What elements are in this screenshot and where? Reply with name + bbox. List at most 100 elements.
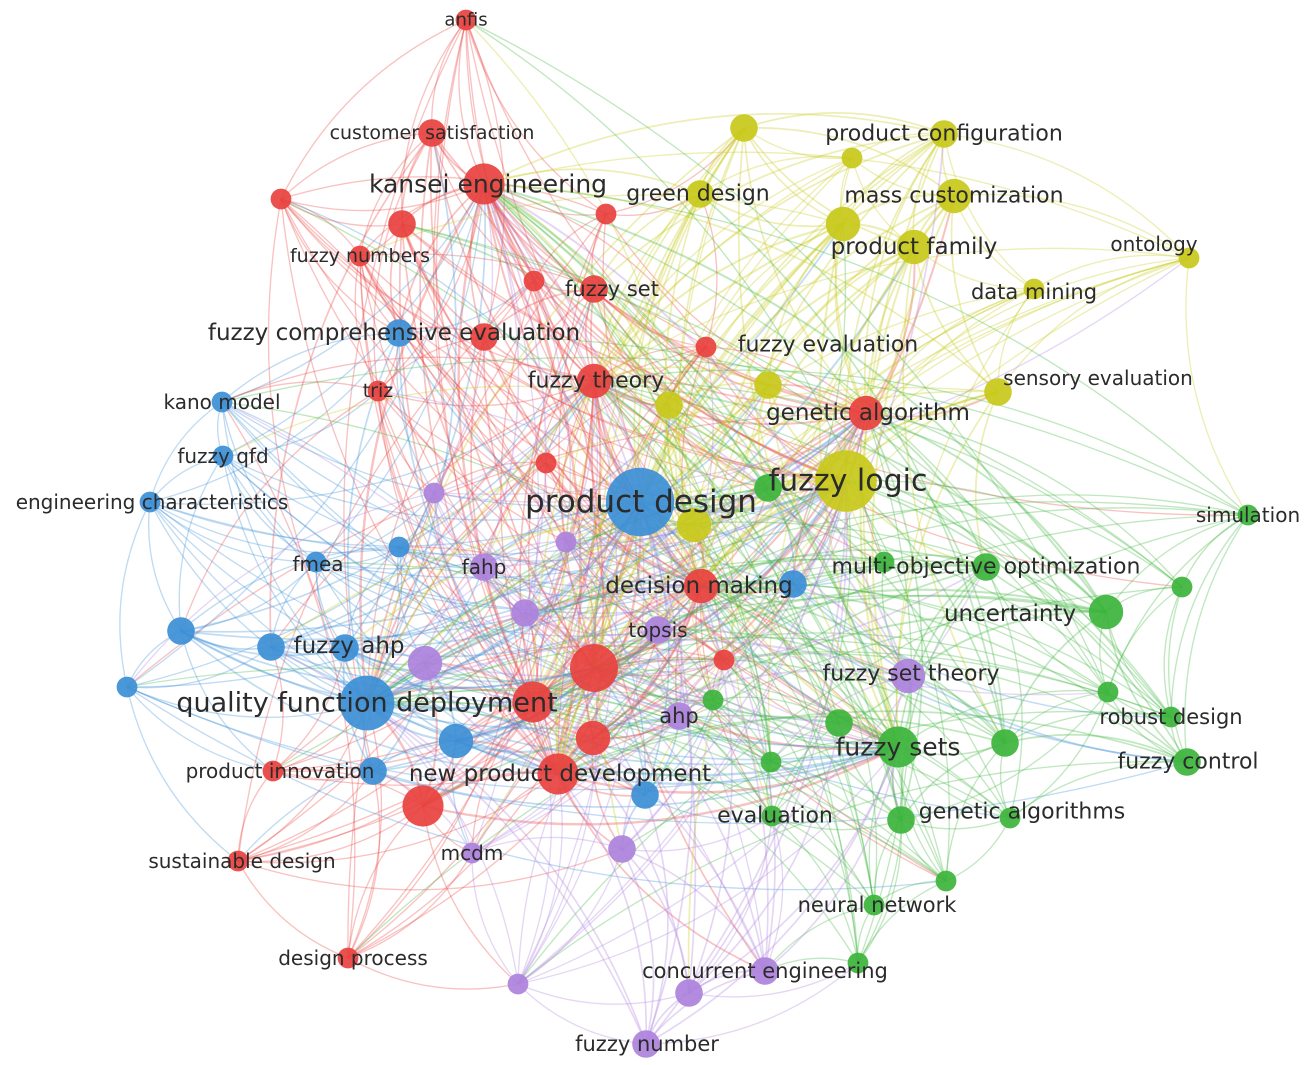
node-fuzzy-evaluation[interactable] (695, 336, 717, 358)
node-green-unlabeled-4[interactable] (1097, 681, 1119, 703)
node-engineering-characteristics[interactable] (139, 491, 161, 513)
node-red-unlabeled-8[interactable] (575, 720, 611, 756)
node-data-mining[interactable] (1023, 278, 1045, 300)
node-sustainable-design[interactable] (227, 850, 249, 872)
node-blue-unlabeled-2[interactable] (167, 617, 195, 645)
node-fuzzy-control[interactable] (1173, 748, 1201, 776)
node-multi-objective-optimization[interactable] (972, 553, 1000, 581)
node-fuzzy-theory[interactable] (576, 363, 612, 399)
node-customer-satisfaction[interactable] (418, 119, 446, 147)
node-yellow-unlabeled-6[interactable] (676, 507, 712, 543)
node-yellow-unlabeled-3[interactable] (825, 206, 861, 242)
node-green-unlabeled-6[interactable] (991, 729, 1019, 757)
node-green-unlabeled-5[interactable] (825, 709, 853, 737)
node-purple-unlabeled-7[interactable] (675, 979, 703, 1007)
node-red-unlabeled-2[interactable] (388, 210, 416, 238)
node-mcdm[interactable] (461, 842, 483, 864)
node-yellow-unlabeled-5[interactable] (655, 391, 683, 419)
link-fuzzy-number-product-design (639, 501, 693, 1045)
node-yellow-unlabeled-1[interactable] (730, 114, 758, 142)
node-green-unlabeled-7[interactable] (760, 751, 782, 773)
node-ontology[interactable] (1178, 247, 1200, 269)
node-ahp[interactable] (665, 702, 693, 730)
node-red-unlabeled-6[interactable] (570, 644, 618, 692)
link-concurrent-engineering-kano-model (221, 401, 766, 972)
node-simulation[interactable] (1237, 504, 1259, 526)
node-topsis[interactable] (644, 616, 672, 644)
link-product-configuration-kansei-engineering (483, 113, 945, 185)
node-neural-network[interactable] (863, 894, 885, 916)
node-uncertainty[interactable] (1088, 594, 1124, 630)
node-evaluation[interactable] (761, 805, 783, 827)
node-product-configuration[interactable] (930, 120, 958, 148)
node-product-innovation[interactable] (262, 760, 284, 782)
node-fuzzy-qfd[interactable] (212, 445, 234, 467)
node-green-unlabeled-3[interactable] (873, 551, 895, 573)
node-green-unlabeled-11[interactable] (999, 807, 1021, 829)
node-fuzzy-ahp[interactable] (331, 634, 359, 662)
node-red-unlabeled-1[interactable] (270, 188, 292, 210)
node-product-design[interactable] (605, 467, 675, 537)
node-mass-customization[interactable] (936, 178, 972, 214)
node-quality-function-deployment-red[interactable] (512, 681, 554, 723)
node-blue-unlabeled-3[interactable] (116, 676, 138, 698)
node-sensory-evaluation[interactable] (984, 378, 1012, 406)
node-purple-unlabeled-4[interactable] (407, 645, 443, 681)
link-yellow-unlabeled-1-genetic-algorithm (743, 127, 867, 414)
node-quality-function-deployment[interactable] (339, 675, 395, 731)
node-green-design[interactable] (686, 180, 714, 208)
link-concurrent-engineering-product-design (639, 501, 769, 972)
node-green-unlabeled-9[interactable] (935, 870, 957, 892)
node-triz[interactable] (367, 380, 389, 402)
node-blue-unlabeled-1[interactable] (388, 536, 410, 558)
node-new-product-development[interactable] (537, 753, 579, 795)
link-fuzzy-qfd-quality-function-deployment (222, 455, 368, 704)
node-yellow-unlabeled-2[interactable] (841, 147, 863, 169)
link-triz-new-product-development (377, 390, 559, 775)
node-blue-unlabeled-8[interactable] (779, 570, 807, 598)
node-fuzzy-numbers[interactable] (349, 245, 371, 267)
node-kano-model[interactable] (211, 391, 233, 413)
node-genetic-algorithms[interactable] (887, 806, 915, 834)
node-fuzzy-comprehensive-evaluation-red[interactable] (470, 323, 498, 351)
node-fuzzy-set-theory[interactable] (890, 658, 926, 694)
node-kansei-engineering[interactable] (463, 163, 505, 205)
node-purple-unlabeled-1[interactable] (423, 482, 445, 504)
node-fahp[interactable] (470, 553, 498, 581)
node-green-unlabeled-2[interactable] (1171, 576, 1193, 598)
link-purple-unlabeled-6-product-design (517, 501, 645, 985)
node-red-unlabeled-5[interactable] (535, 452, 557, 474)
node-decision-making[interactable] (683, 568, 719, 604)
node-red-unlabeled-3[interactable] (595, 203, 617, 225)
node-green-unlabeled-10[interactable] (847, 952, 869, 974)
node-blue-unlabeled-4[interactable] (257, 633, 285, 661)
node-fmea[interactable] (305, 551, 327, 573)
node-fuzzy-sets[interactable] (877, 726, 919, 768)
node-fuzzy-number[interactable] (632, 1030, 660, 1058)
node-genetic-algorithm[interactable] (848, 395, 884, 431)
node-fuzzy-logic[interactable] (815, 450, 877, 512)
node-red-unlabeled-9[interactable] (402, 785, 444, 827)
node-fuzzy-set[interactable] (580, 275, 608, 303)
link-red-unlabeled-1-topsis (280, 198, 659, 631)
node-red-unlabeled-4[interactable] (523, 270, 545, 292)
node-fuzzy-comprehensive-evaluation[interactable] (385, 319, 413, 347)
node-purple-unlabeled-6[interactable] (507, 973, 529, 995)
node-green-unlabeled-8[interactable] (702, 689, 724, 711)
node-robust-design[interactable] (1160, 706, 1182, 728)
node-red-unlabeled-7[interactable] (713, 649, 735, 671)
node-blue-unlabeled-7[interactable] (631, 781, 659, 809)
node-purple-unlabeled-2[interactable] (555, 531, 577, 553)
node-blue-unlabeled-6[interactable] (359, 757, 387, 785)
node-blue-unlabeled-5[interactable] (438, 723, 474, 759)
node-product-family[interactable] (896, 229, 932, 265)
link-neural-network-decision-making (700, 585, 875, 906)
node-anfis[interactable] (455, 9, 477, 31)
node-purple-unlabeled-3[interactable] (511, 599, 539, 627)
node-concurrent-engineering[interactable] (751, 957, 779, 985)
node-yellow-unlabeled-4[interactable] (754, 371, 782, 399)
node-purple-unlabeled-5[interactable] (608, 835, 636, 863)
node-design-process[interactable] (337, 947, 359, 969)
link-fuzzy-number-fuzzy-sets (645, 746, 899, 1045)
node-green-unlabeled-1[interactable] (754, 474, 782, 502)
